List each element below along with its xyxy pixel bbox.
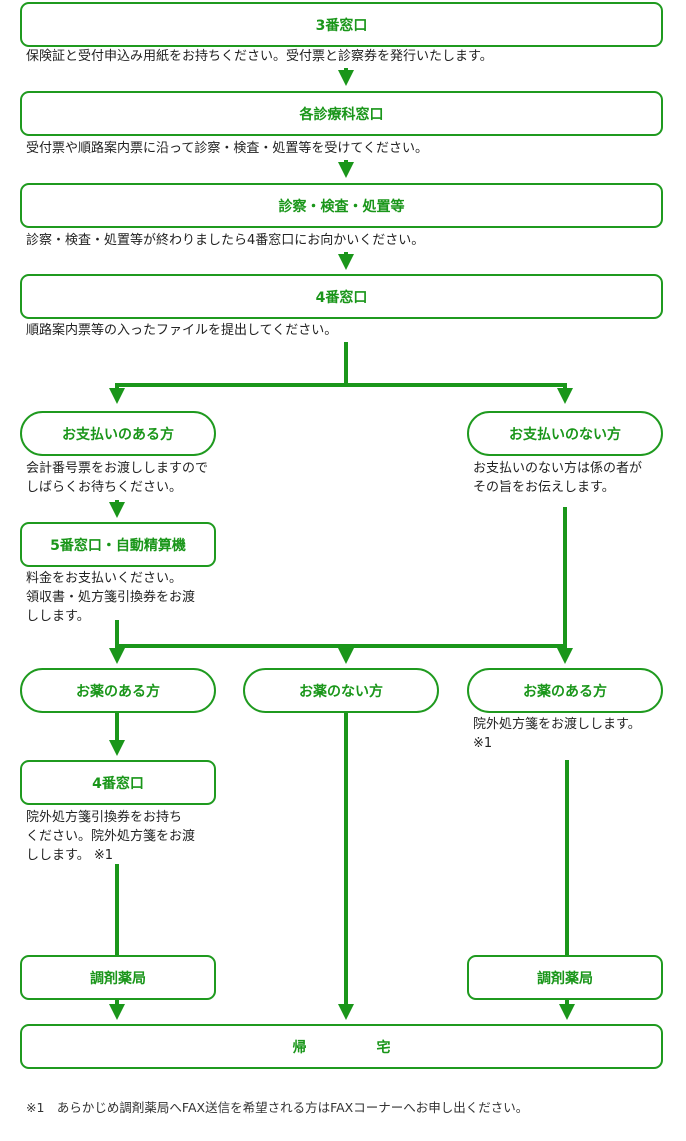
step-title: 診察・検査・処置等	[278, 198, 405, 215]
step-pharmacy-left: 調剤薬局	[20, 955, 216, 1000]
step-medicine-yes-left: お薬のある方	[20, 668, 216, 713]
step-pharmacy-right: 調剤薬局	[467, 955, 663, 1000]
step-note: 順路案内票等の入ったファイルを提出してください。	[26, 323, 338, 338]
step-title: 各診療科窓口	[299, 106, 384, 123]
step-title: お支払いのない方	[509, 426, 621, 443]
step-examination: 診察・検査・処置等	[20, 183, 663, 228]
step-title: 調剤薬局	[90, 970, 146, 987]
step-title: 調剤薬局	[537, 970, 593, 987]
step-window4: 4番窓口	[20, 274, 663, 319]
step-title: 帰 宅	[292, 1039, 391, 1056]
step-go-home: 帰 宅	[20, 1024, 663, 1069]
step-note: 料金をお支払いください。 領収書・処方箋引換券をお渡 しします。	[26, 571, 196, 624]
step-note: お支払いのない方は係の者が その旨をお伝えします。	[473, 461, 643, 495]
step-department-window: 各診療科窓口	[20, 91, 663, 136]
step-title: お薬のない方	[299, 683, 383, 700]
step-title: 4番窓口	[315, 289, 368, 306]
step-note: 診察・検査・処置等が終わりましたら4番窓口にお向かいください。	[26, 233, 425, 248]
step-window4-prescription: 4番窓口	[20, 760, 216, 805]
step-medicine-no: お薬のない方	[243, 668, 439, 713]
step-payment-no: お支払いのない方	[467, 411, 663, 456]
step-title: 4番窓口	[92, 775, 144, 792]
step-title: 5番窓口・自動精算機	[50, 537, 186, 554]
step-window3: 3番窓口	[20, 2, 663, 47]
step-note: 保険証と受付申込み用紙をお持ちください。受付票と診察券を発行いたします。	[26, 49, 493, 64]
step-payment-yes: お支払いのある方	[20, 411, 216, 456]
step-title: 3番窓口	[315, 17, 368, 34]
step-title: お薬のある方	[76, 683, 160, 700]
footnote: ※1 あらかじめ調剤薬局へFAX送信を希望される方はFAXコーナーへお申し出くだ…	[26, 1100, 529, 1115]
step-note: 院外処方箋引換券をお持ち ください。院外処方箋をお渡 しします。 ※1	[26, 810, 196, 863]
step-note: 受付票や順路案内票に沿って診察・検査・処置等を受けてください。	[26, 141, 428, 156]
step-note: 院外処方箋をお渡しします。 ※1	[473, 717, 641, 751]
step-title: お支払いのある方	[62, 426, 174, 443]
step-medicine-yes-right: お薬のある方	[467, 668, 663, 713]
step-note: 会計番号票をお渡ししますので しばらくお待ちください。	[26, 461, 209, 495]
step-title: お薬のある方	[523, 683, 607, 700]
step-cashier: 5番窓口・自動精算機	[20, 522, 216, 567]
